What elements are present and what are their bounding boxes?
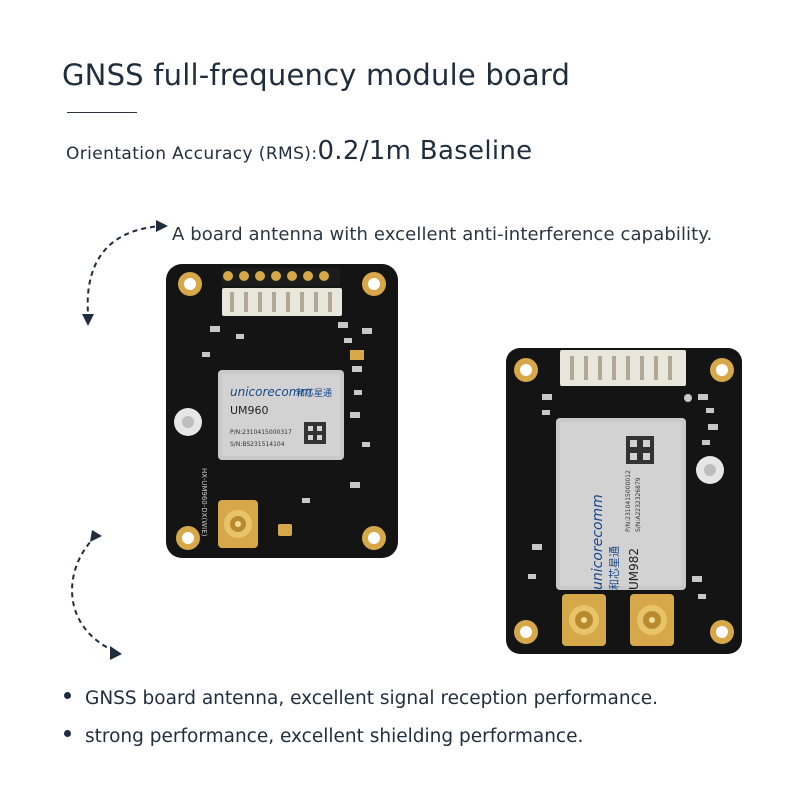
svg-text:和芯星通: 和芯星通 (607, 546, 621, 590)
bullet-icon (64, 729, 71, 737)
svg-text:HX-UM960-DX(WIE): HX-UM960-DX(WIE) (200, 468, 208, 537)
svg-text:S/N:BS231514104: S/N:BS231514104 (230, 441, 285, 448)
svg-text:和芯星通: 和芯星通 (296, 387, 332, 399)
list-item: strong performance, excellent shielding … (64, 717, 658, 755)
dashed-arrow-top-icon (82, 220, 168, 326)
mounting-hole-icon (176, 272, 386, 550)
svg-text:P/N:2310415000317: P/N:2310415000317 (230, 429, 292, 436)
um982-board: unicorecomm 和芯星通 UM982 P/N:2310415000012… (506, 348, 742, 654)
list-item: GNSS board antenna, excellent signal rec… (64, 679, 658, 717)
um960-board: unicorecomm 和芯星通 UM960 P/N:2310415000317… (166, 264, 398, 558)
feature-list: GNSS board antenna, excellent signal rec… (64, 679, 658, 755)
svg-text:P/N:2310415000012: P/N:2310415000012 (625, 470, 632, 532)
accuracy-value: 0.2/1m Baseline (317, 136, 533, 166)
title-underline (67, 112, 137, 113)
svg-text:UM982: UM982 (627, 548, 641, 590)
um960-brand: unicorecomm (230, 385, 312, 399)
bullet-icon (64, 691, 71, 699)
um982-brand: unicorecomm (590, 494, 606, 590)
feature-text: GNSS board antenna, excellent signal rec… (85, 687, 659, 709)
mounting-hole-icon (514, 358, 734, 644)
svg-text:S/N:A2232326879: S/N:A2232326879 (635, 477, 642, 532)
feature-text: strong performance, excellent shielding … (85, 725, 584, 747)
svg-text:UM960: UM960 (230, 404, 269, 417)
accuracy-label: Orientation Accuracy (RMS): (66, 144, 318, 164)
dashed-arrow-bottom-icon (71, 530, 122, 660)
antenna-caption: A board antenna with excellent anti-inte… (172, 224, 713, 245)
accuracy-line: Orientation Accuracy (RMS):0.2/1m Baseli… (66, 136, 532, 166)
page-title: GNSS full-frequency module board (62, 58, 571, 92)
